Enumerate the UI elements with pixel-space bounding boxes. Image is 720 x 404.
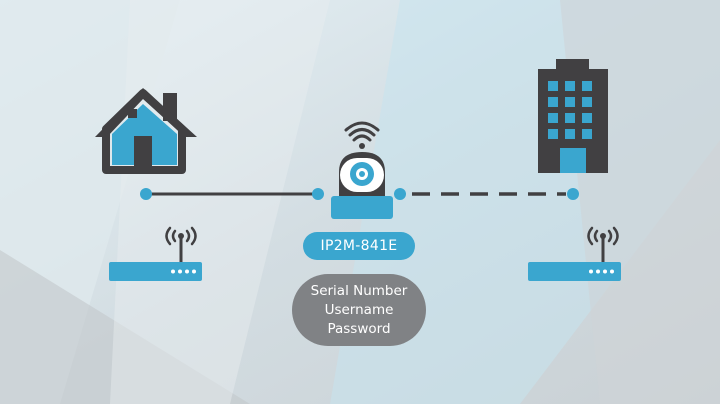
serial-number-label: Serial Number bbox=[310, 282, 408, 299]
device-model-text: IP2M-841E bbox=[320, 238, 398, 254]
solid-connection bbox=[140, 188, 324, 200]
wifi-router-icon bbox=[109, 226, 202, 281]
office-building-icon bbox=[538, 59, 608, 173]
device-model-label: IP2M-841E bbox=[303, 232, 415, 260]
username-label: Username bbox=[324, 301, 394, 318]
credentials-bubble: Serial Number Username Password bbox=[292, 274, 426, 346]
dashed-connection bbox=[394, 188, 579, 200]
house-icon bbox=[95, 88, 197, 174]
ip-camera-icon bbox=[331, 121, 393, 219]
wifi-router-icon bbox=[528, 226, 621, 281]
password-label: Password bbox=[327, 320, 391, 337]
